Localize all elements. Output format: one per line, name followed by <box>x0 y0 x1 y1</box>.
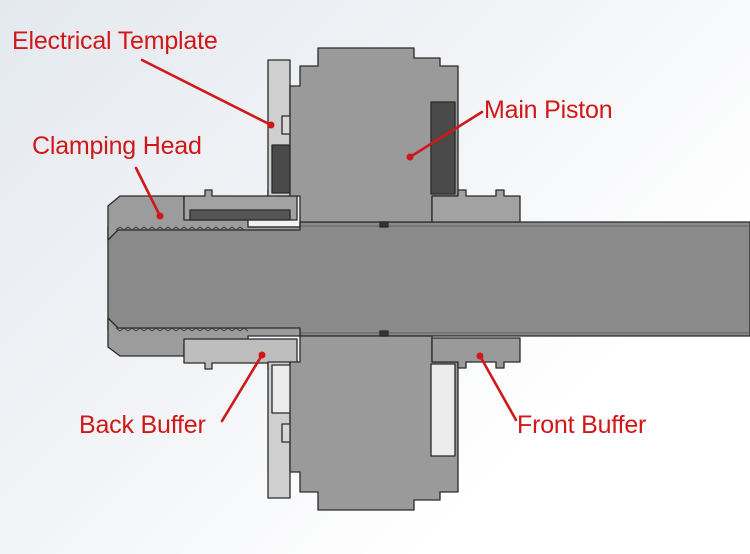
leader-back-buffer <box>220 353 264 423</box>
leader-front-buffer <box>478 354 518 422</box>
piston-notch-top <box>379 221 389 228</box>
front-buffer-top <box>431 189 521 223</box>
label-clamping-head: Clamping Head <box>32 132 202 160</box>
leader-dot-back-buffer <box>258 351 266 359</box>
piston-seal-top <box>430 101 456 195</box>
leader-clamping-head <box>134 166 162 218</box>
leader-dot-main-piston <box>406 153 414 161</box>
leader-dot-front-buffer <box>476 352 484 360</box>
leader-electrical-template <box>140 58 273 127</box>
leader-main-piston <box>408 110 484 159</box>
main-piston-housing-top <box>289 47 459 223</box>
label-back-buffer: Back Buffer <box>79 411 206 439</box>
thread-top <box>115 226 245 231</box>
label-main-piston: Main Piston <box>484 96 613 124</box>
label-front-buffer: Front Buffer <box>517 411 647 439</box>
back-buffer-top-insert <box>189 209 291 221</box>
thread-bottom <box>115 327 249 332</box>
label-electrical-template: Electrical Template <box>12 27 218 55</box>
shaft-body <box>107 221 750 337</box>
leader-dot-clamping-head <box>156 212 164 220</box>
piston-notch-bottom <box>379 330 389 337</box>
piston-seal-bottom <box>430 363 456 457</box>
leader-dot-electrical-template <box>267 121 275 129</box>
front-buffer-bottom <box>431 337 521 369</box>
